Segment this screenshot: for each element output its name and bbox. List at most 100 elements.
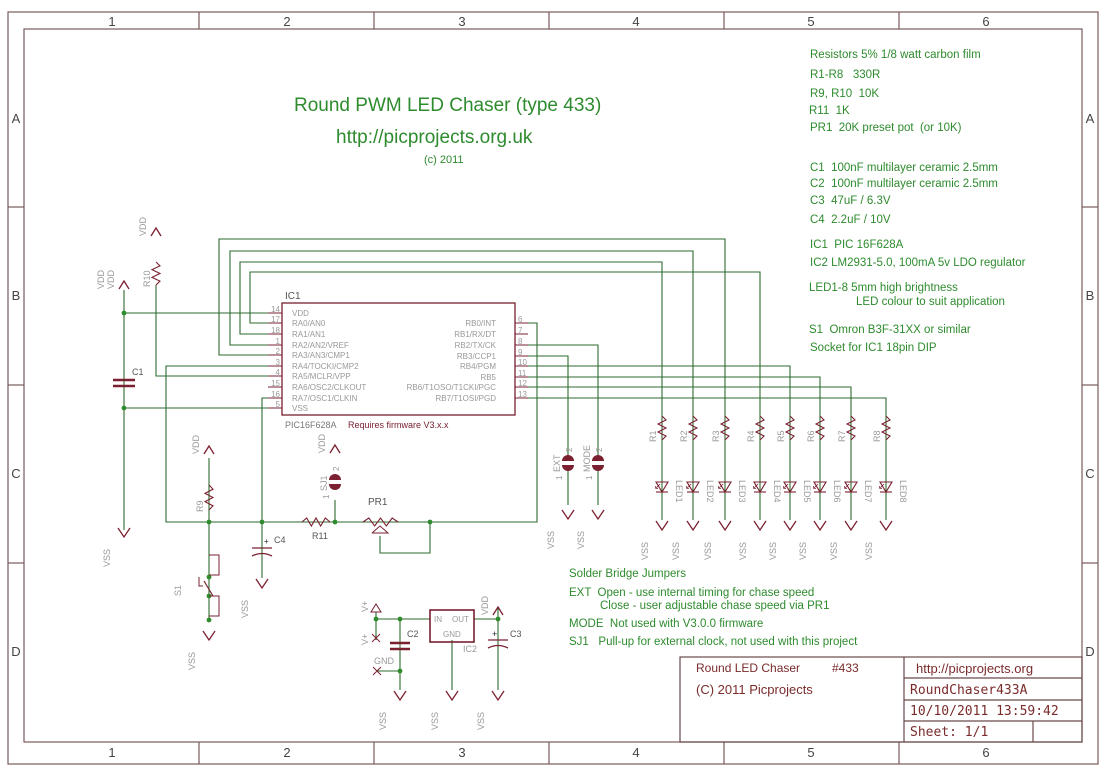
- ic1-pin-number: 14: [271, 305, 280, 314]
- vdd-label: VDD: [191, 434, 201, 454]
- vplus-arrow-icon: [370, 603, 382, 613]
- vss-label: VSS: [240, 600, 250, 618]
- resistor-label: R10: [142, 270, 152, 287]
- ext-jumper-half: [562, 465, 574, 471]
- led-resistor-5: [784, 415, 796, 441]
- tb-website[interactable]: http://picprojects.org: [916, 661, 1034, 676]
- junction-dot: [332, 519, 338, 525]
- ext-jumper-label: EXT: [552, 454, 562, 472]
- frame-row-label: B: [12, 288, 21, 303]
- tb-project-number: #433: [832, 661, 859, 675]
- frame-column-label: 5: [807, 745, 814, 760]
- vss-arrow-icon: [591, 509, 605, 521]
- ic1-pin-name: VDD: [292, 309, 309, 318]
- vdd-label: VDD: [480, 595, 490, 615]
- ic1-pin-number: 18: [271, 326, 280, 335]
- tb-sheet: Sheet: 1/1: [910, 725, 989, 740]
- vdd-label: VDD: [138, 216, 148, 236]
- resistors-heading: Resistors 5% 1/8 watt carbon film: [810, 49, 981, 61]
- ic1-pin-number: 15: [271, 379, 280, 388]
- ic2-pin-gnd: GND: [443, 630, 461, 639]
- ic1-pin-number: 3: [276, 358, 281, 367]
- ic1-pin-number: 7: [518, 326, 523, 335]
- led-resistor-8: [880, 415, 892, 441]
- ic1-pin-name: RB7/T1OSI/PGD: [436, 394, 497, 403]
- vdd-arrow-icon: [118, 279, 130, 290]
- vss-arrow-icon: [813, 520, 827, 532]
- mode-jumper-label: MODE: [582, 445, 592, 472]
- ic1-pin-number: 16: [271, 390, 280, 399]
- led-label: LED5: [802, 480, 812, 503]
- led-item: LED1-8 5mm high brightness: [809, 282, 958, 294]
- ic1-pin-name: RA7/OSC1/CLKIN: [292, 394, 358, 403]
- schematic-url[interactable]: http://picprojects.org.uk: [336, 127, 533, 148]
- ic1-pin-number: 6: [518, 315, 523, 324]
- led-resistor-6: [814, 415, 826, 441]
- ic2-pin-in: IN: [434, 615, 442, 624]
- led-resistor-3: [719, 415, 731, 441]
- led-icon: [844, 481, 858, 494]
- frame-column-label: 1: [108, 745, 115, 760]
- jumper-note-line: EXT Open - use internal timing for chase…: [569, 587, 815, 599]
- frame-row-label: A: [12, 111, 21, 126]
- frame-column-label: 2: [283, 14, 290, 29]
- led-icon: [753, 481, 767, 494]
- wires: [123, 238, 887, 690]
- ic1-body: [281, 302, 516, 416]
- tb-filename: RoundChaser433A: [910, 683, 1028, 698]
- s1-actuator: [198, 577, 203, 587]
- ic-item: IC1 PIC 16F628A: [810, 239, 904, 251]
- vdd-arrow-icon: [492, 605, 504, 616]
- vdd-label: VDD: [317, 433, 327, 453]
- gnd-connector-x-icon: [372, 666, 382, 676]
- vss-arrow-icon: [202, 630, 216, 642]
- frame-row-label: B: [1086, 288, 1095, 303]
- resistor-label: R2: [679, 430, 689, 442]
- jumper-note-line: SJ1 Pull-up for external clock, not used…: [569, 636, 858, 648]
- led-emission-icon: ↙: [752, 481, 760, 491]
- c3-plate-curved: [487, 644, 509, 649]
- misc-item: Socket for IC1 18pin DIP: [810, 342, 937, 354]
- mode-jumper-half: [592, 465, 604, 471]
- c2-label: C2: [407, 629, 419, 639]
- vss-label: VSS: [378, 712, 388, 730]
- frame-column-label: 6: [982, 745, 989, 760]
- c4-label: C4: [274, 535, 286, 545]
- vss-label: VSS: [829, 542, 839, 560]
- vss-arrow-icon: [655, 520, 669, 532]
- ic1-pin-number: 12: [518, 379, 527, 388]
- ic2-label: IC2: [463, 644, 477, 654]
- led-label: LED6: [832, 480, 842, 503]
- led-icon: [879, 481, 893, 494]
- led-icon: [783, 481, 797, 494]
- vplus-label: V+: [360, 634, 370, 645]
- junction-dot: [206, 574, 212, 580]
- s1-contact: [209, 554, 220, 576]
- ic1-pin-number: 2: [276, 347, 281, 356]
- led-emission-icon: ↙: [685, 481, 693, 491]
- led-label: LED2: [705, 480, 715, 503]
- misc-item: S1 Omron B3F-31XX or similar: [809, 324, 971, 336]
- capacitor-item: C1 100nF multilayer ceramic 2.5mm: [810, 162, 998, 174]
- ic1-pin-number: 4: [276, 368, 281, 377]
- pin-label: 2: [595, 447, 604, 452]
- ic1-pin-number: 5: [276, 400, 281, 409]
- jumper-note-line: MODE Not used with V3.0.0 firmware: [569, 618, 764, 630]
- frame-column-label: 4: [632, 14, 639, 29]
- ic1-pin-number: 10: [518, 358, 527, 367]
- junction-dot: [427, 519, 433, 525]
- vss-arrow-icon: [783, 520, 797, 532]
- led-icon: [655, 481, 669, 494]
- vss-label: VSS: [768, 542, 778, 560]
- vss-arrow-icon: [686, 520, 700, 532]
- ic1-pin-name: RB4/PGM: [460, 362, 496, 371]
- ic1-pin-name: RB6/T1OSO/T1CKI/PGC: [407, 383, 497, 392]
- vss-arrow-icon: [491, 690, 505, 702]
- schematic-title: Round PWM LED Chaser (type 433): [294, 95, 602, 116]
- frame-column-label: 1: [108, 14, 115, 29]
- ic2-body: [429, 609, 475, 643]
- vplus-connector-x-icon: [371, 633, 381, 643]
- ic2-pin-out: OUT: [452, 615, 469, 624]
- vss-arrow-icon: [117, 527, 131, 539]
- junction-dot: [206, 519, 212, 525]
